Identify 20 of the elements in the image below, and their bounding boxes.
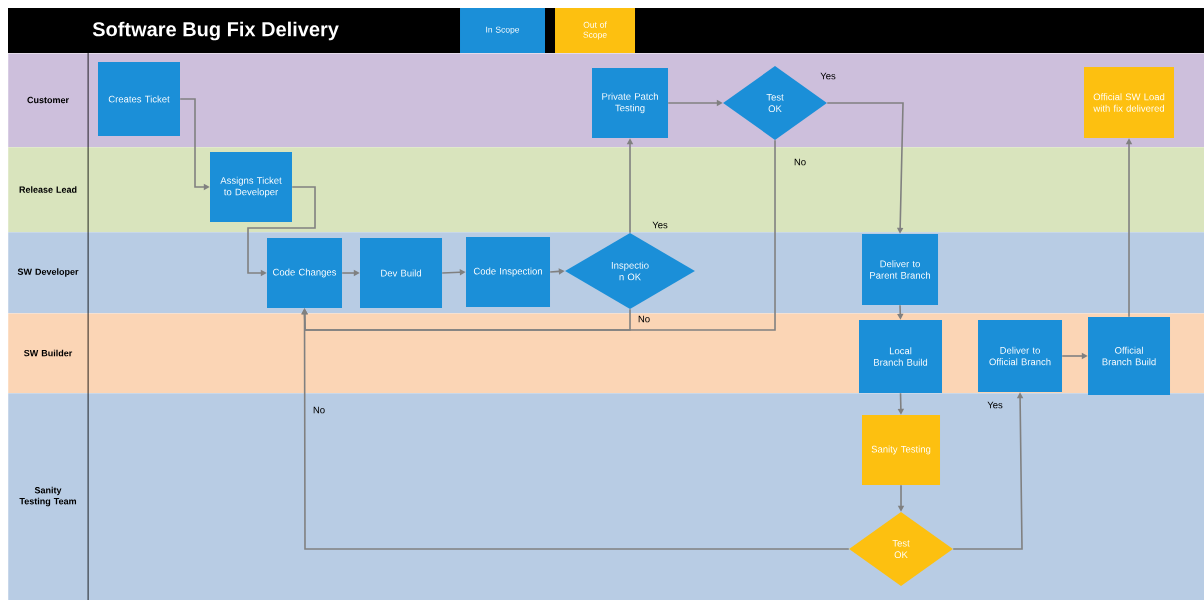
legend-label: In Scope	[486, 26, 520, 35]
process-box: Local Branch Build	[859, 320, 942, 393]
process-box: Assigns Ticket to Developer	[210, 152, 292, 222]
process-box: Code Changes	[267, 238, 342, 308]
edge-label: Yes	[987, 401, 1003, 409]
legend-label: Out of Scope	[583, 21, 607, 40]
title: Software Bug Fix Delivery	[92, 21, 339, 41]
process-box: Dev Build	[360, 238, 442, 308]
process-box: Creates Ticket	[98, 62, 180, 136]
process-box: Deliver to Official Branch	[978, 320, 1062, 392]
process-box: Official Branch Build	[1088, 317, 1170, 395]
process-box: Code Inspection	[466, 237, 550, 307]
edge-label: Yes	[652, 221, 668, 229]
edge-label: No	[794, 158, 806, 166]
edge-label: No	[313, 406, 325, 414]
process-box: Official SW Load with fix delivered	[1084, 67, 1174, 138]
edge-label: No	[638, 315, 650, 323]
process-box: Private Patch Testing	[592, 68, 668, 138]
process-box: Deliver to Parent Branch	[862, 234, 938, 305]
process-box: Sanity Testing	[862, 415, 940, 485]
